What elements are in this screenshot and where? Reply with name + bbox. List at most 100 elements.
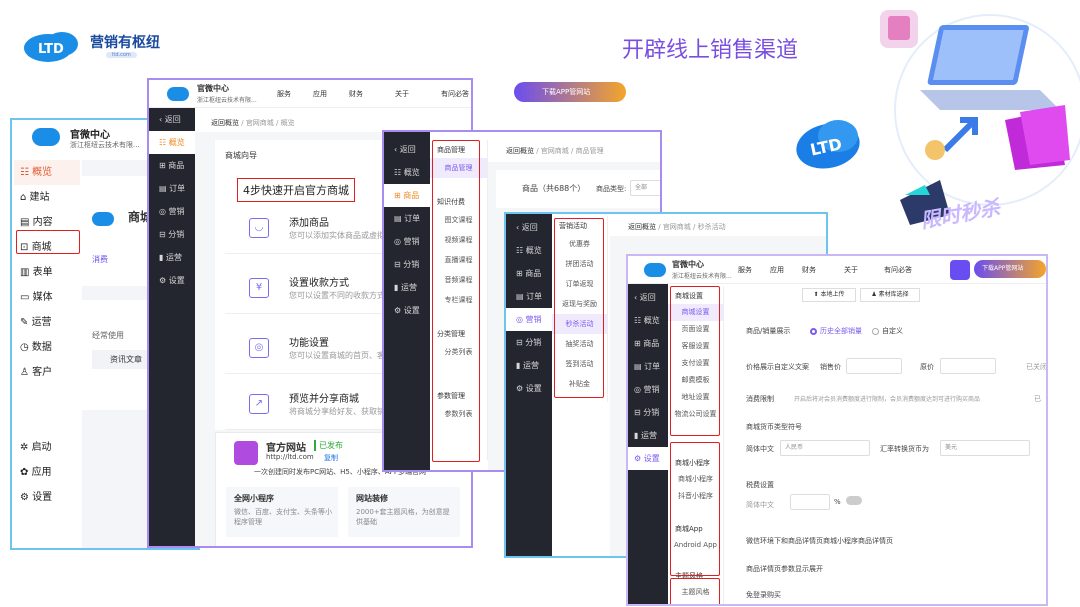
s5-sub-postage[interactable]: 邮费模板 <box>681 376 710 384</box>
s4-crumb-mall[interactable]: 官网商城 <box>662 223 691 231</box>
s5-side-goods[interactable]: ⊞ 商品 <box>634 339 660 348</box>
s5-library-button[interactable]: ♟ 素材库选择 <box>860 288 920 302</box>
s5-orig-price-input[interactable] <box>940 358 996 374</box>
s1-nav-settings[interactable]: ⚙ 设置 <box>20 492 53 503</box>
s3-side-ops[interactable]: ▮ 运营 <box>394 283 417 292</box>
s5-sub-douyin[interactable]: 抖音小程序 <box>678 492 713 500</box>
s5-menu-apps[interactable]: 应用 <box>770 266 784 274</box>
s1-recent-item[interactable]: 资讯文章 <box>92 350 160 369</box>
s5-side-back[interactable]: ‹ 返回 <box>634 293 656 302</box>
s3-type-select[interactable]: 全部 <box>630 180 660 196</box>
s5-menu-about[interactable]: 关于 <box>844 266 858 274</box>
s2-crumb-back[interactable]: 返回概览 <box>211 119 239 127</box>
s3-sub-audio[interactable]: 音频课程 <box>444 276 473 284</box>
s1-nav-apps[interactable]: ✿ 应用 <box>20 467 52 478</box>
s2-site-url[interactable]: http://ltd.com <box>266 453 314 461</box>
s4-side-marketing[interactable]: ◎ 营销 <box>506 308 552 331</box>
s4-side-overview[interactable]: ☷ 概览 <box>516 246 542 255</box>
s5-download-button[interactable]: 下载APP管网站 <box>974 260 1046 278</box>
s1-nav-content[interactable]: ▤ 内容 <box>20 217 53 228</box>
s3-side-overview[interactable]: ☷ 概览 <box>394 168 420 177</box>
s2-menu-service[interactable]: 服务 <box>277 90 291 98</box>
s4-sub-reward[interactable]: 返现与奖励 <box>562 300 597 308</box>
s3-sub-live[interactable]: 直播课程 <box>444 256 473 264</box>
s4-sub-flashsale[interactable]: 秒杀活动 <box>552 314 607 334</box>
s2-menu-apps[interactable]: 应用 <box>313 90 327 98</box>
s4-side-ops[interactable]: ▮ 运营 <box>516 361 539 370</box>
s2-feature-1[interactable]: 全网小程序 微信、百度、支付宝、头条等小程序管理 <box>226 487 338 537</box>
s4-sub-group[interactable]: 拼团活动 <box>565 260 594 268</box>
s3-side-orders[interactable]: ▤ 订单 <box>394 214 421 223</box>
s5-currency-select[interactable]: 人民币 <box>780 440 870 456</box>
s5-sub-logistics[interactable]: 物流公司设置 <box>674 410 717 418</box>
s5-sub-head-app[interactable]: 商城App <box>675 525 703 533</box>
s5-sub-mall-settings[interactable]: 商城设置 <box>668 304 723 321</box>
s1-nav-form[interactable]: ▥ 表单 <box>20 267 53 278</box>
s4-side-goods[interactable]: ⊞ 商品 <box>516 269 542 278</box>
s3-sub-head-params[interactable]: 参数管理 <box>437 392 465 400</box>
s5-sub-address[interactable]: 地址设置 <box>681 393 710 401</box>
s5-upload-button[interactable]: ⬆ 本地上传 <box>802 288 856 302</box>
s5-side-settings[interactable]: ⚙ 设置 <box>628 447 668 470</box>
s4-sub-head[interactable]: 营销活动 <box>559 222 587 230</box>
s2-menu-faq[interactable]: 有问必答 <box>441 90 469 98</box>
s2-side-goods[interactable]: ⊞ 商品 <box>159 161 185 170</box>
s5-side-marketing[interactable]: ◎ 营销 <box>634 385 660 394</box>
s3-side-marketing[interactable]: ◎ 营销 <box>394 237 420 246</box>
s4-sub-cashback[interactable]: 订单返现 <box>565 280 594 288</box>
s5-row-display-opt2[interactable]: 自定义 <box>872 326 903 336</box>
s3-side-distribution[interactable]: ⊟ 分销 <box>394 260 420 269</box>
s4-sub-checkin[interactable]: 签到活动 <box>565 360 594 368</box>
s1-nav-customer[interactable]: ♙ 客户 <box>20 367 53 378</box>
s5-side-ops[interactable]: ▮ 运营 <box>634 431 657 440</box>
s2-crumb-mall[interactable]: 官网商城 <box>245 119 274 127</box>
s5-sub-android[interactable]: Android App <box>674 541 717 549</box>
s5-sub-page[interactable]: 页面设置 <box>681 325 710 333</box>
s5-menu-faq[interactable]: 有问必答 <box>884 266 912 274</box>
s4-side-settings[interactable]: ⚙ 设置 <box>516 384 542 393</box>
s4-sub-coupon[interactable]: 优惠券 <box>569 240 590 248</box>
s2-side-back[interactable]: ‹ 返回 <box>159 115 181 124</box>
s4-sub-lottery[interactable]: 抽奖活动 <box>565 340 594 348</box>
s2-side-ops[interactable]: ▮ 运营 <box>159 253 182 262</box>
s1-nav-data[interactable]: ◷ 数据 <box>20 342 52 353</box>
s5-menu-service[interactable]: 服务 <box>738 266 752 274</box>
s5-side-distribution[interactable]: ⊟ 分销 <box>634 408 660 417</box>
s3-sub-article[interactable]: 图文课程 <box>444 216 473 224</box>
s2-side-marketing[interactable]: ◎ 营销 <box>159 207 185 216</box>
s2-side-orders[interactable]: ▤ 订单 <box>159 184 186 193</box>
s5-sub-theme[interactable]: 主题风格 <box>681 588 710 596</box>
s5-sub-miniapp[interactable]: 商城小程序 <box>678 475 713 483</box>
s5-sub-service[interactable]: 客服设置 <box>681 342 710 350</box>
s4-side-orders[interactable]: ▤ 订单 <box>516 292 543 301</box>
s3-sub-video[interactable]: 视频课程 <box>444 236 473 244</box>
s5-phone-icon[interactable] <box>950 260 970 280</box>
s2-site-copy[interactable]: 复制 <box>324 454 338 462</box>
s1-nav-launch[interactable]: ✲ 启动 <box>20 442 52 453</box>
s1-nav-ops[interactable]: ✎ 运营 <box>20 317 52 328</box>
s5-menu-finance[interactable]: 财务 <box>802 266 816 274</box>
s2-menu-finance[interactable]: 财务 <box>349 90 363 98</box>
s3-sub-head-knowledge[interactable]: 知识付费 <box>437 198 465 206</box>
s5-tax-input[interactable] <box>790 494 830 510</box>
s2-side-overview[interactable]: ☷ 概览 <box>149 131 195 154</box>
s4-sub-subsidy[interactable]: 补贴金 <box>569 380 590 388</box>
s1-nav-site[interactable]: ⌂ 建站 <box>20 192 50 203</box>
s5-sub-head-miniapp[interactable]: 商城小程序 <box>675 459 710 467</box>
s5-side-orders[interactable]: ▤ 订单 <box>634 362 661 371</box>
s3-side-goods[interactable]: ⊞ 商品 <box>384 184 430 207</box>
s3-sub-params-list[interactable]: 参数列表 <box>444 410 473 418</box>
s2-feature-2[interactable]: 网站装修 2000+套主题风格，为创意提供基础 <box>348 487 460 537</box>
s3-side-settings[interactable]: ⚙ 设置 <box>394 306 420 315</box>
s4-side-back[interactable]: ‹ 返回 <box>516 223 538 232</box>
s5-sub-head-theme[interactable]: 主题风格 <box>675 572 703 580</box>
s3-sub-head-category[interactable]: 分类管理 <box>437 330 465 338</box>
s5-sale-price-input[interactable] <box>846 358 902 374</box>
s5-side-overview[interactable]: ☷ 概览 <box>634 316 660 325</box>
s2-download-app-button[interactable]: 下载APP管网站 <box>514 82 626 102</box>
s3-sub-category-list[interactable]: 分类列表 <box>444 348 473 356</box>
s3-side-back[interactable]: ‹ 返回 <box>394 145 416 154</box>
s5-sub-head-mall[interactable]: 商城设置 <box>675 292 703 300</box>
s2-side-settings[interactable]: ⚙ 设置 <box>159 276 185 285</box>
s1-nav-overview[interactable]: ☷ 概览 <box>14 160 80 185</box>
